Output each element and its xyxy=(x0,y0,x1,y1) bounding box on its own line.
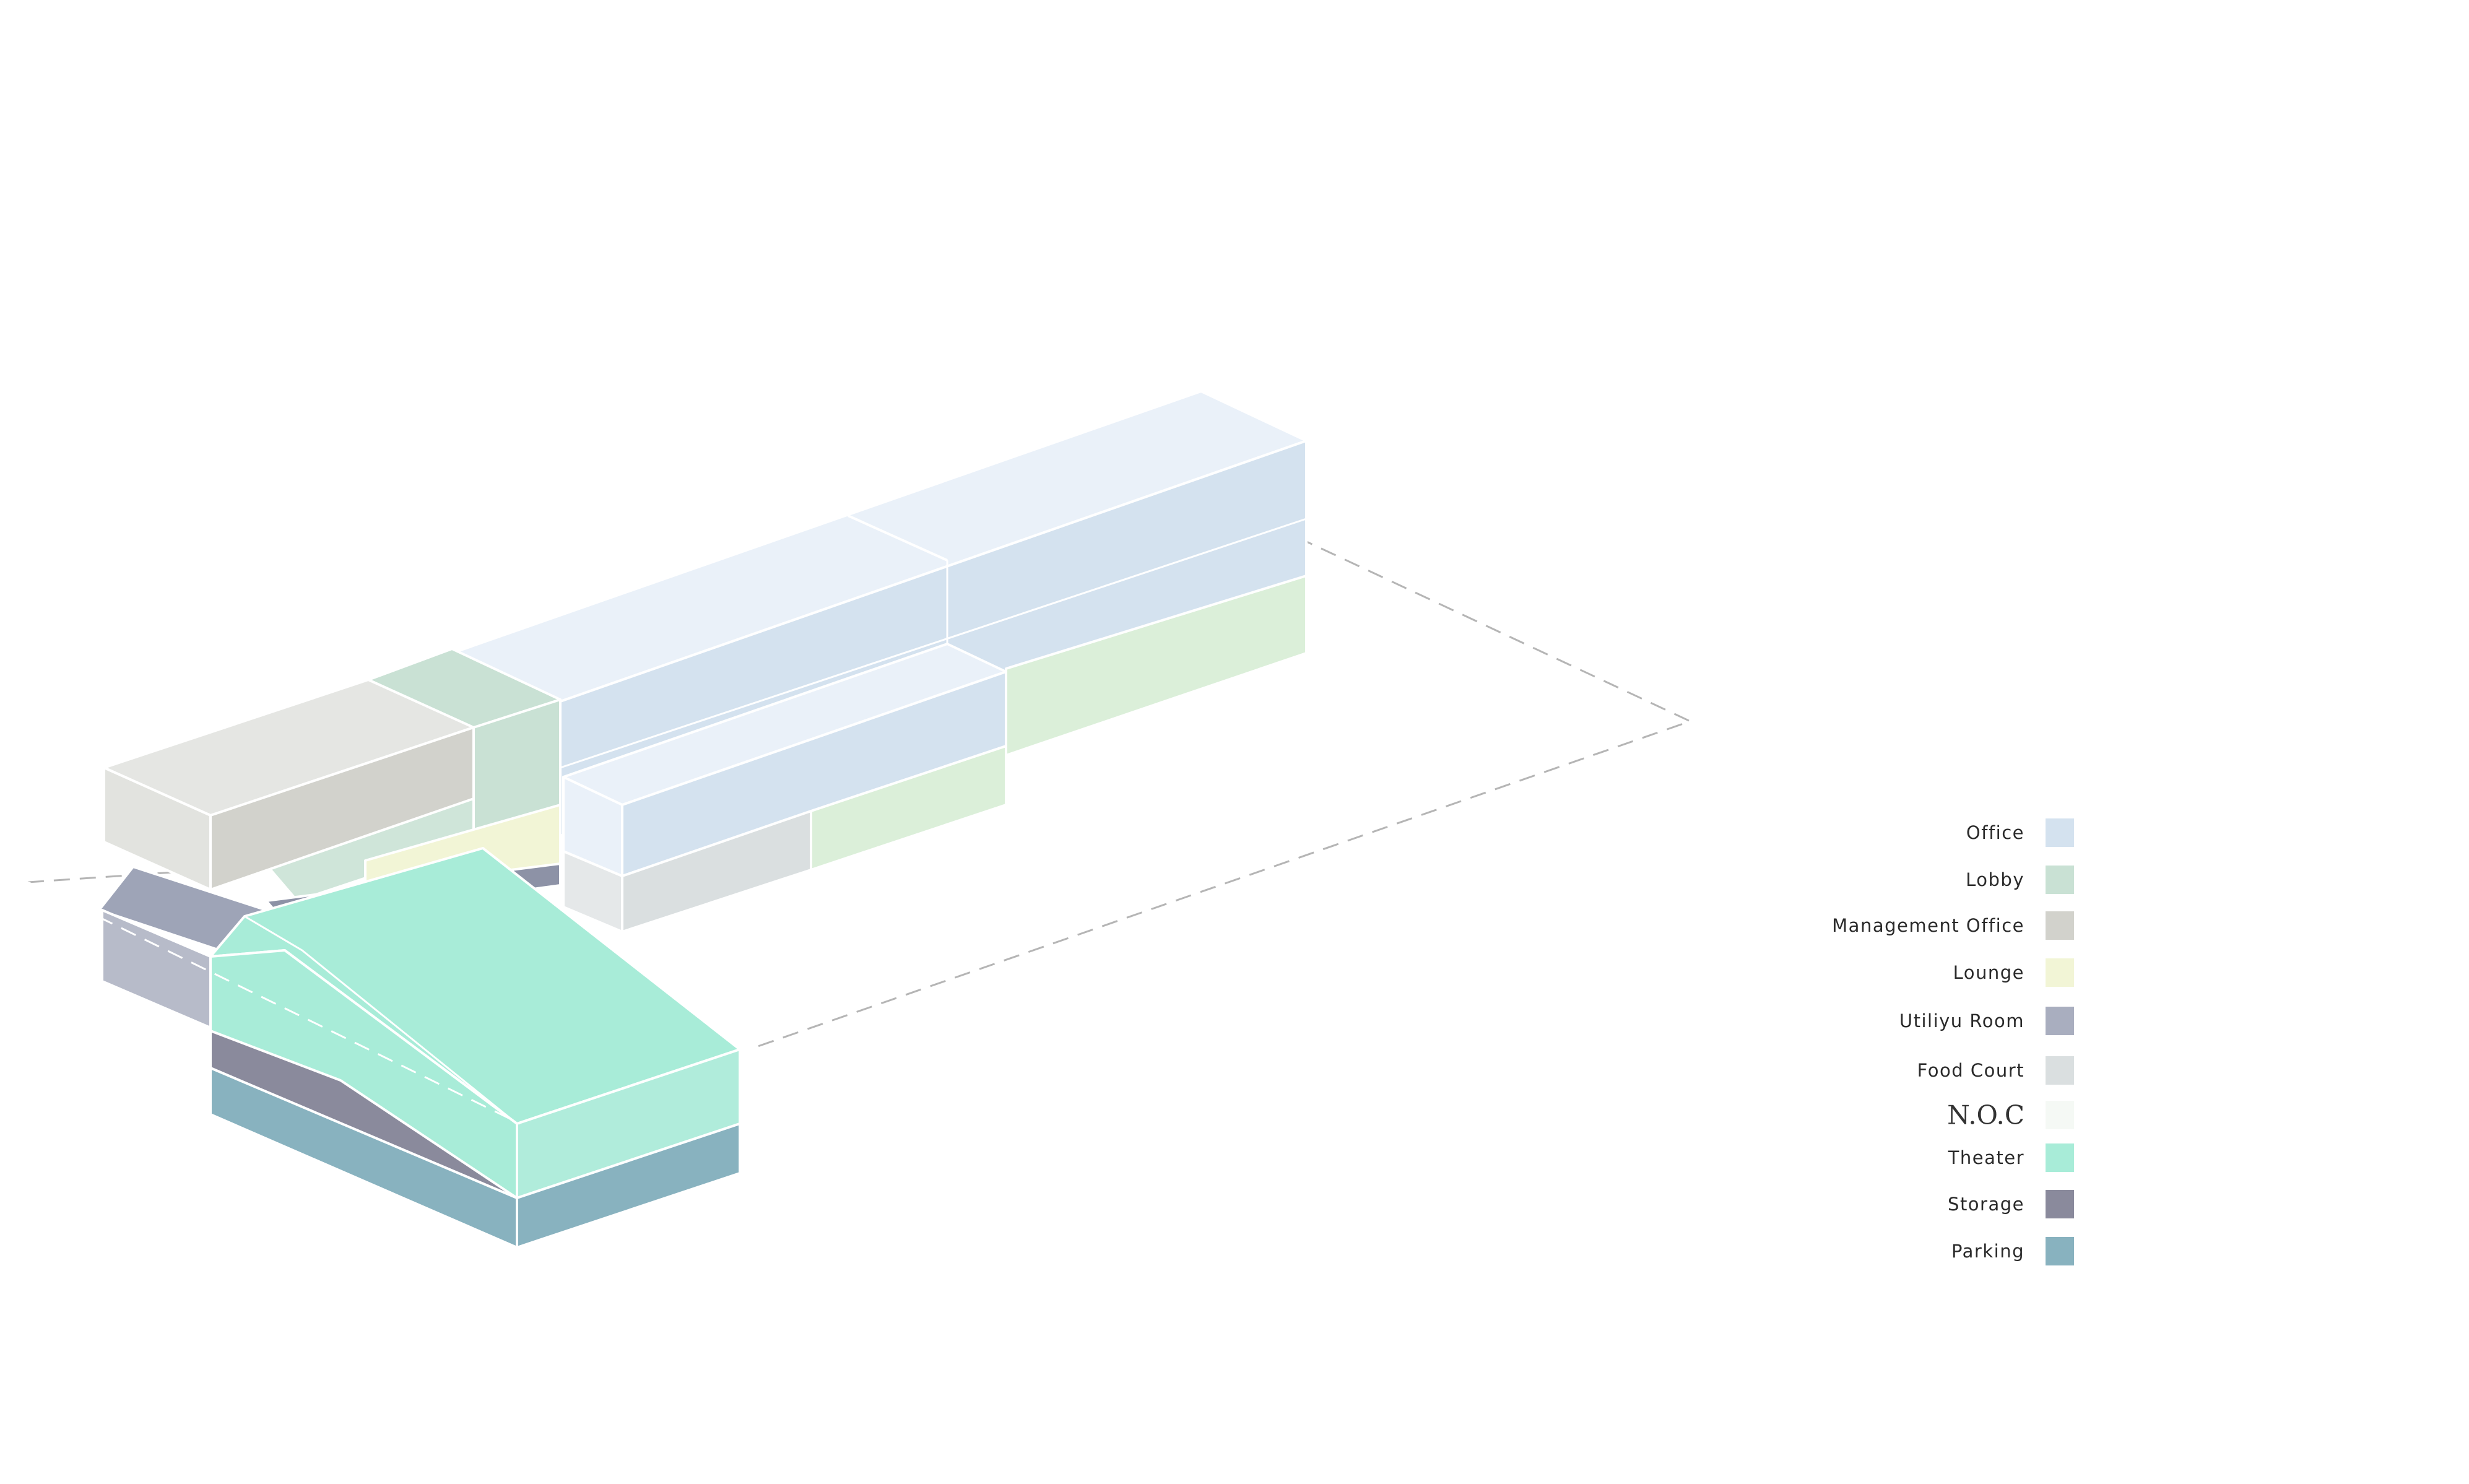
legend-item-food-court: Food Court xyxy=(1734,1052,2093,1089)
legend-swatch xyxy=(2046,1143,2074,1172)
legend-swatch xyxy=(2046,958,2074,987)
legend-item-lounge: Lounge xyxy=(1734,954,2093,991)
legend-label: Management Office xyxy=(1832,915,2024,936)
legend-item-theater: Theater xyxy=(1734,1139,2093,1176)
legend-label: Storage xyxy=(1948,1194,2024,1215)
legend-swatch xyxy=(2046,1101,2074,1129)
legend-swatch xyxy=(2046,1056,2074,1085)
legend-swatch xyxy=(2046,1007,2074,1035)
legend-swatch xyxy=(2046,818,2074,847)
legend-label: Lobby xyxy=(1966,869,2024,890)
legend-item-noc: N.O.C xyxy=(1734,1096,2093,1134)
legend-item-office: Office xyxy=(1734,814,2093,851)
food-court-side xyxy=(562,850,623,933)
management-office-side xyxy=(103,766,212,891)
legend-swatch xyxy=(2046,1190,2074,1218)
legend-label: Parking xyxy=(1951,1241,2024,1262)
legend-item-parking: Parking xyxy=(1734,1233,2093,1270)
legend-label: Office xyxy=(1966,822,2024,843)
legend-label: Lounge xyxy=(1953,962,2024,983)
legend-item-lobby: Lobby xyxy=(1734,861,2093,898)
legend-label: Theater xyxy=(1948,1147,2024,1168)
legend-label: Food Court xyxy=(1917,1060,2024,1081)
legend-item-utility-room: Utiliyu Room xyxy=(1734,1002,2093,1039)
legend-label: N.O.C xyxy=(1947,1100,2024,1130)
legend-label: Utiliyu Room xyxy=(1899,1010,2024,1031)
legend-item-management-office: Management Office xyxy=(1734,907,2093,944)
parking-side xyxy=(516,1122,741,1249)
legend-swatch xyxy=(2046,1237,2074,1265)
legend-swatch xyxy=(2046,866,2074,894)
legend-swatch xyxy=(2046,911,2074,940)
legend-item-storage: Storage xyxy=(1734,1186,2093,1223)
